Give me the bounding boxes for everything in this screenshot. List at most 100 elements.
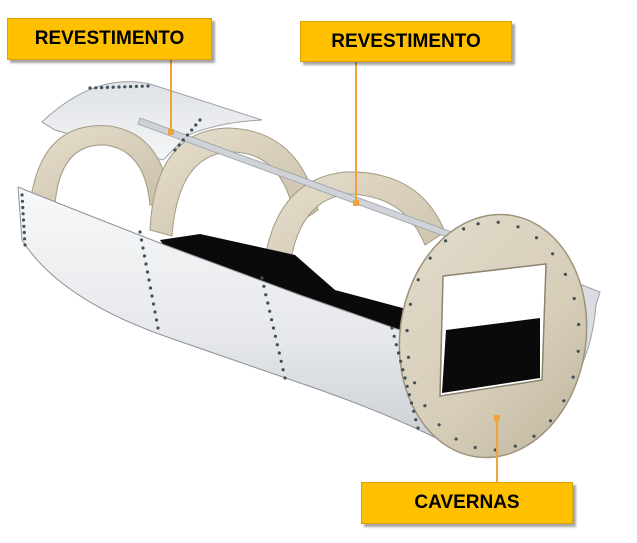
rivet: [123, 85, 127, 89]
rivet: [141, 246, 145, 250]
rivet: [273, 334, 277, 338]
rivet: [513, 444, 517, 448]
rivet: [271, 326, 276, 330]
rivet: [138, 230, 142, 234]
rivet: [403, 376, 407, 380]
rivet: [268, 309, 272, 313]
leader-end-skin-top: [168, 129, 174, 135]
rivet: [94, 86, 98, 90]
rivet: [405, 329, 409, 333]
rivet: [408, 302, 412, 306]
rivet: [562, 399, 566, 403]
rivet: [194, 123, 198, 127]
leader-end-skin-mid: [353, 200, 359, 206]
rivet: [390, 326, 394, 330]
rivet: [266, 301, 270, 305]
rivet: [396, 351, 401, 355]
rivet: [185, 133, 190, 137]
rivet: [281, 368, 285, 372]
rivet: [21, 205, 25, 210]
rivet: [476, 222, 480, 226]
rivet: [134, 84, 138, 88]
rivet: [416, 426, 420, 430]
rivet: [198, 118, 202, 122]
rivet: [412, 409, 416, 413]
rivet: [283, 376, 287, 380]
rivet: [551, 252, 555, 256]
rivet: [270, 318, 274, 322]
rivet: [563, 272, 568, 276]
rivet: [572, 296, 576, 301]
rivet: [437, 423, 441, 427]
rivet: [154, 318, 159, 322]
rivet: [413, 381, 417, 385]
rivet: [181, 138, 185, 142]
rivet: [139, 238, 144, 242]
rivet: [117, 85, 121, 89]
rivet: [473, 445, 477, 450]
rivet: [262, 284, 266, 288]
rivet: [100, 86, 104, 90]
rivet: [23, 243, 27, 247]
rivet: [414, 418, 418, 422]
rivet: [516, 225, 520, 229]
rivet: [444, 239, 448, 243]
rivet: [576, 349, 580, 353]
rivet: [129, 85, 133, 89]
rivet: [22, 230, 26, 235]
rivet: [407, 393, 411, 397]
rivet: [428, 256, 432, 260]
rivet: [111, 85, 115, 89]
rivet: [462, 227, 466, 231]
rivet-rows: [20, 84, 581, 452]
rivet: [264, 293, 268, 297]
rivet: [20, 193, 24, 197]
rivet: [423, 404, 427, 408]
rivet: [454, 437, 458, 441]
rivet: [260, 276, 264, 280]
rivet: [401, 368, 405, 372]
rivet: [548, 419, 553, 423]
rivet: [144, 262, 148, 266]
rivet: [190, 128, 194, 132]
rivet: [146, 84, 150, 88]
label-revestimento-mid: REVESTIMENTO: [300, 21, 512, 62]
rivet: [399, 359, 403, 363]
rivet: [21, 212, 25, 216]
rivet: [405, 384, 409, 388]
rivet: [394, 343, 398, 347]
rivet: [140, 84, 144, 88]
rivet: [88, 86, 92, 90]
rivet: [22, 224, 26, 228]
leader-end-frames: [494, 415, 500, 421]
rivet: [173, 148, 177, 152]
rivet: [147, 278, 151, 282]
rivet: [105, 85, 109, 89]
rivet: [153, 310, 157, 314]
rivet: [148, 286, 153, 290]
rivet: [532, 434, 536, 438]
rivet: [21, 218, 26, 222]
rivet: [577, 322, 581, 327]
rivet: [151, 302, 156, 306]
label-cavernas: CAVERNAS: [361, 482, 573, 524]
rivet: [23, 237, 27, 241]
rivet: [275, 343, 279, 347]
rivet: [392, 334, 396, 338]
rivet: [20, 199, 24, 203]
rivet: [150, 294, 154, 298]
rivet: [279, 359, 283, 363]
rivet: [277, 351, 281, 355]
rivet: [156, 326, 160, 330]
rivet: [496, 220, 500, 224]
rivet: [534, 236, 539, 240]
cutout-floor: [442, 318, 540, 393]
rivet: [145, 270, 150, 274]
rivet: [142, 254, 147, 258]
rivet: [571, 375, 575, 379]
rivet: [409, 401, 414, 405]
rivet: [416, 278, 420, 282]
label-revestimento-top: REVESTIMENTO: [7, 18, 212, 60]
rivet: [406, 355, 411, 359]
